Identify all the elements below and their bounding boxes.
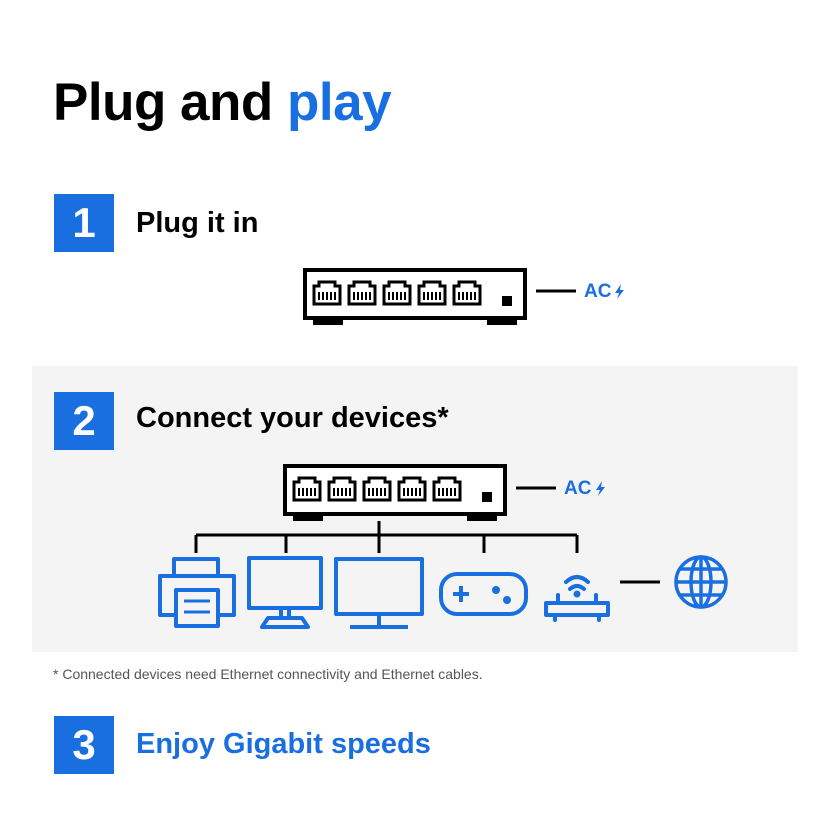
step-2-diagram	[158, 464, 728, 629]
tv-monitor-icon	[334, 557, 424, 629]
step-1-diagram	[303, 268, 624, 325]
step-1-number: 1	[54, 194, 114, 252]
power-label: AC	[584, 281, 612, 302]
router-icon	[544, 575, 610, 622]
step-3-number: 3	[54, 716, 114, 774]
globe-icon	[674, 555, 728, 609]
step-2-number: 2	[54, 392, 114, 450]
lightning-icon	[615, 284, 624, 299]
switch-icon	[303, 268, 527, 325]
footnote: * Connected devices need Ethernet connec…	[53, 666, 483, 682]
printer-icon	[158, 557, 236, 628]
step-1-label: Plug it in	[136, 207, 259, 239]
lightning-icon	[596, 481, 605, 496]
step-3-label: Enjoy Gigabit speeds	[136, 728, 431, 760]
desktop-monitor-icon	[247, 556, 323, 629]
ethernet-cables	[194, 521, 660, 584]
title-accent: play	[287, 73, 392, 132]
gamepad-icon	[439, 572, 528, 616]
step-2-label: Connect your devices*	[136, 402, 449, 434]
title-main: Plug and	[53, 73, 273, 132]
power-label: AC	[564, 478, 592, 499]
page-title: Plug and play	[53, 73, 392, 132]
switch-icon	[283, 464, 507, 521]
